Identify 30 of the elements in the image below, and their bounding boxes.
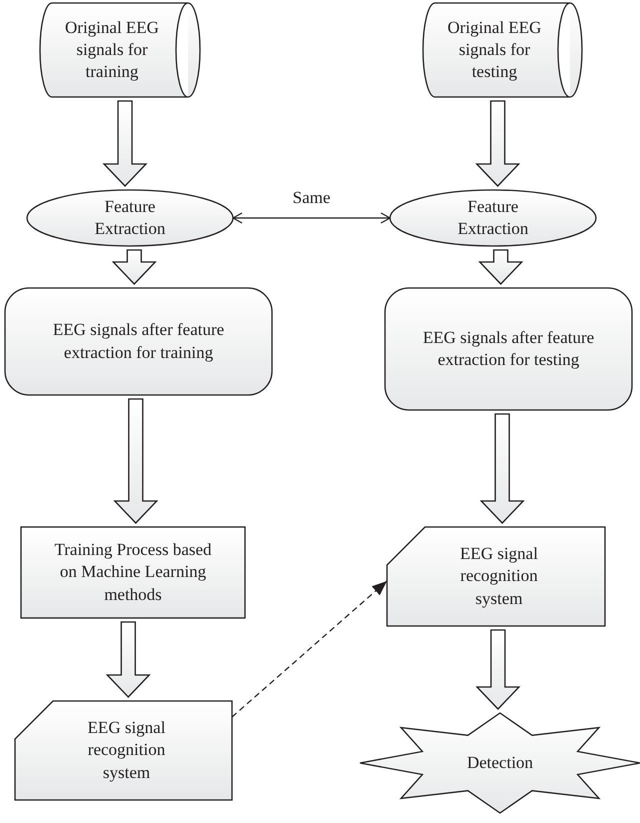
block-arrow (113, 398, 158, 524)
block-arrow (480, 413, 525, 524)
block-arrow (106, 621, 151, 698)
stored-data-shape (40, 3, 200, 97)
block-arrow (475, 100, 520, 187)
card-shape (15, 701, 232, 800)
process-box (21, 527, 245, 618)
node-text: Original EEG signals for testing (446, 16, 542, 84)
node-text: EEG signals after feature extraction for training (52, 319, 226, 364)
node-text: EEG signal recognition system (459, 543, 539, 610)
block-arrow (475, 629, 521, 710)
rounded-process-box (5, 288, 272, 395)
arrow (232, 212, 391, 224)
block-arrow (478, 249, 524, 285)
rounded-process-box (385, 288, 632, 410)
node-text: Training Process based on Machine Learning methods (53, 539, 213, 606)
card-shape (387, 527, 605, 626)
process-ellipse (390, 190, 596, 246)
process-ellipse (27, 190, 233, 246)
arrow (232, 580, 388, 718)
block-arrow (102, 100, 148, 187)
block-arrow (112, 249, 157, 285)
node-text: Original EEG signals for training (64, 16, 160, 84)
node-text: Feature Extraction (94, 196, 166, 240)
node-text: EEG signals after feature extraction for testing (422, 326, 596, 371)
node-text: EEG signal recognition system (86, 717, 166, 784)
stored-data-shape (423, 3, 582, 97)
star-shape (360, 713, 640, 813)
node-text: Detection (466, 752, 534, 774)
node-text: Feature Extraction (456, 196, 530, 240)
